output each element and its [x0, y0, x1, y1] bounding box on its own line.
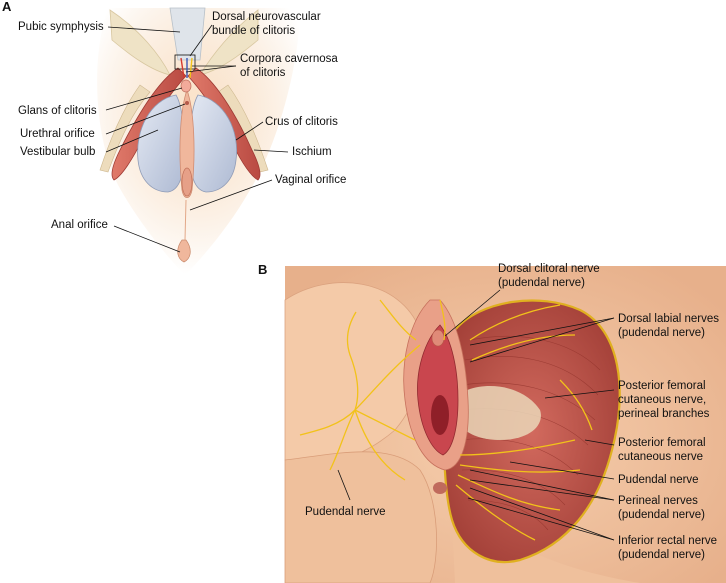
label-pudendal-nerve-right: Pudendal nerve	[618, 474, 699, 486]
buttock-left	[284, 451, 437, 583]
clitoral-hood	[431, 329, 445, 347]
nerve-left-branch-1	[346, 311, 359, 411]
leader-anal-orifice	[113, 225, 181, 253]
leader-corpora-2	[185, 65, 237, 73]
panel-a-letter: A	[2, 0, 12, 14]
label-crus: Crus of clitoris	[265, 116, 338, 128]
panel-b-letter: B	[258, 262, 268, 277]
label-anal-orifice: Anal orifice	[51, 219, 108, 231]
leader-perineal-2	[469, 479, 615, 501]
leader-vestibular-bulb	[105, 129, 159, 153]
leader-dorsal-bundle	[189, 24, 213, 57]
dorsal-artery	[180, 57, 185, 79]
label-corpora-cavernosa: Corpora cavernosa of clitoris	[240, 53, 338, 79]
leader-post-femoral	[584, 439, 615, 446]
nerve-branches	[299, 299, 593, 541]
nerve-left-pudendal	[329, 409, 356, 471]
panel-a-illustration	[97, 7, 300, 275]
vestibule	[179, 88, 195, 198]
anus-b	[433, 482, 447, 494]
ischioanal-fossa	[451, 386, 541, 440]
panel-a-leaders	[105, 24, 289, 253]
leader-pudendal-right	[509, 461, 615, 480]
nerve-left-branch-4	[379, 299, 417, 341]
label-vaginal-orifice: Vaginal orifice	[275, 174, 347, 186]
label-post-femoral: Posterior femoral cutaneous nerve	[618, 437, 706, 463]
label-inferior-rectal-nerve: Inferior rectal nerve (pudendal nerve)	[618, 535, 718, 561]
leader-rectal-1	[469, 487, 615, 541]
leader-rectal-2	[467, 497, 615, 541]
label-vestibular-bulb: Vestibular bulb	[20, 146, 96, 158]
nerve-rectal-1	[457, 474, 561, 511]
label-urethral-orifice: Urethral orifice	[20, 128, 95, 140]
leader-urethral-orifice	[105, 103, 186, 135]
leader-pudendal-left	[337, 469, 351, 501]
glans-shape	[180, 79, 192, 93]
leader-crus	[235, 121, 264, 141]
dorsal-bundle-box	[174, 54, 196, 70]
nerve-perineal-1	[459, 439, 576, 456]
leader-dorsal-labial-2	[469, 317, 615, 363]
perineal-raphe	[184, 199, 187, 241]
leader-dorsal-labial-1	[469, 317, 615, 346]
label-post-femoral-perineal: Posterior femoral cutaneous nerve, perin…	[618, 380, 710, 420]
label-perineal-nerves: Perineal nerves (pudendal nerve)	[618, 495, 705, 521]
leader-post-femoral-perineal	[544, 389, 615, 399]
panel-b-illustration	[284, 266, 726, 583]
urethral-orifice-shape	[185, 101, 189, 105]
label-ischium: Ischium	[292, 146, 332, 158]
leader-vaginal-orifice	[189, 179, 273, 211]
nerve-post-femoral	[559, 379, 593, 431]
label-dorsal-labial-nerves: Dorsal labial nerves (pudendal nerve)	[618, 313, 719, 339]
label-dorsal-bundle: Dorsal neurovascular bundle of clitoris	[212, 11, 321, 37]
leader-glans	[105, 87, 183, 111]
vaginal-introitus	[431, 395, 449, 435]
ischium-left	[99, 84, 151, 173]
nerve-left-branch-3	[354, 409, 406, 481]
leader-ischium	[253, 149, 289, 153]
label-pubic-symphysis: Pubic symphysis	[18, 21, 104, 33]
panel-b-leaders	[337, 289, 615, 541]
nerve-rectal-2	[455, 484, 536, 541]
vaginal-orifice-shape	[181, 167, 193, 197]
dorsal-nerve	[189, 57, 193, 79]
nerve-left-branch-2	[354, 409, 416, 441]
leader-dorsal-clitoral	[444, 289, 501, 337]
nerve-labial-2	[471, 334, 576, 361]
label-glans: Glans of clitoris	[18, 105, 97, 117]
anus-shape	[177, 239, 191, 263]
leader-perineal-1	[469, 469, 615, 501]
label-pudendal-nerve-left: Pudendal nerve	[305, 506, 386, 518]
nerve-labial-1	[469, 304, 561, 341]
leader-pubic-symphysis	[107, 26, 181, 33]
nerve-dorsal-clitoral	[439, 299, 446, 341]
label-dorsal-clitoral-nerve: Dorsal clitoral nerve (pudendal nerve)	[498, 263, 600, 289]
